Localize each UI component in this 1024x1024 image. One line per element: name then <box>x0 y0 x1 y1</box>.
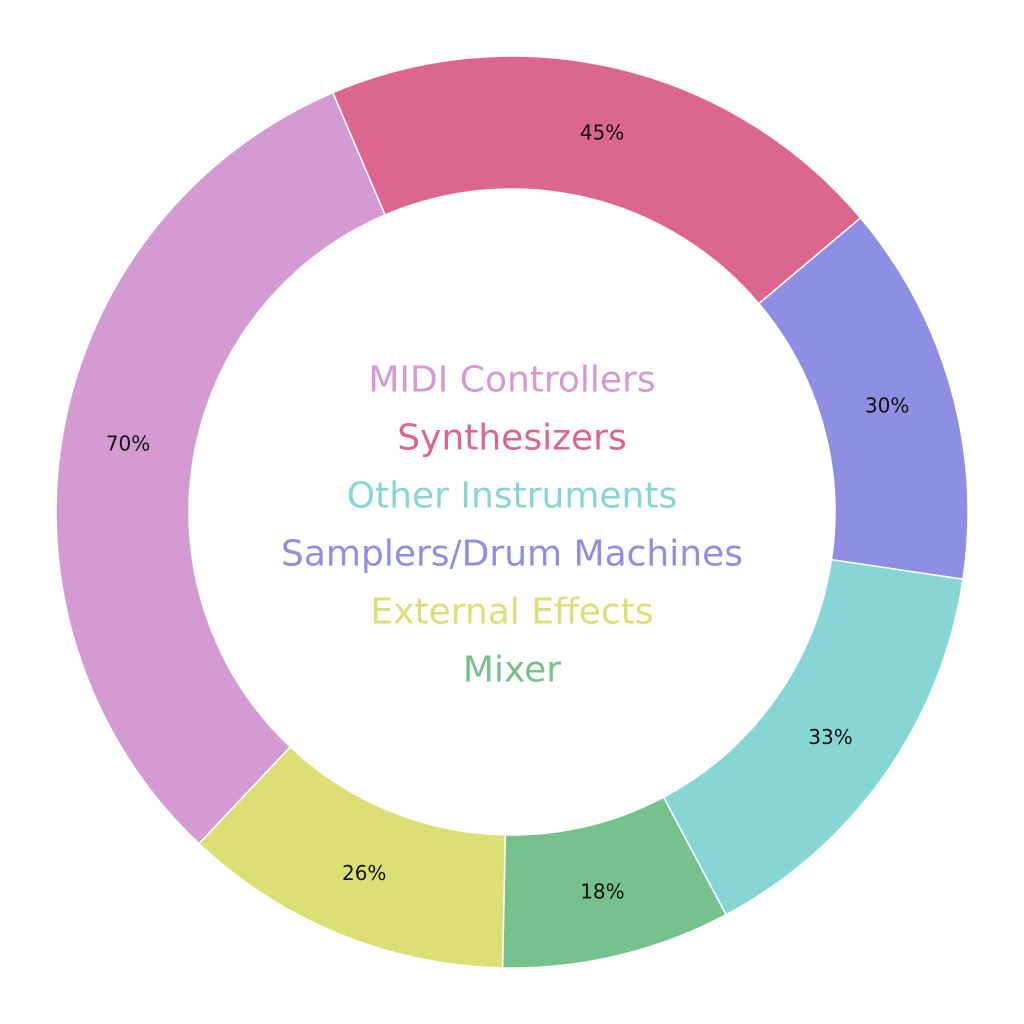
data-label-other-instruments: 33% <box>808 725 852 749</box>
legend-entry-external-effects: External Effects <box>370 592 653 633</box>
donut-slices <box>55 55 969 969</box>
legend-entry-mixer: Mixer <box>463 650 561 691</box>
slice-other-instruments <box>662 558 964 916</box>
data-label-synthesizers: 45% <box>580 121 624 145</box>
slice-midi-controllers <box>55 91 387 845</box>
data-label-midi-controllers: 70% <box>106 432 150 456</box>
data-label-external-effects: 26% <box>342 861 386 885</box>
legend-entry-samplers-drum-machines: Samplers/Drum Machines <box>281 534 743 575</box>
slice-synthesizers <box>331 55 862 305</box>
legend-entry-midi-controllers: MIDI Controllers <box>368 360 655 401</box>
data-label-mixer: 18% <box>580 879 624 903</box>
legend-entry-synthesizers: Synthesizers <box>397 418 626 459</box>
data-labels: 18% 26% 70% 45% 30% 33% <box>106 121 910 904</box>
legend-entry-other-instruments: Other Instruments <box>347 476 678 517</box>
data-label-samplers-drum-machines: 30% <box>865 394 909 418</box>
